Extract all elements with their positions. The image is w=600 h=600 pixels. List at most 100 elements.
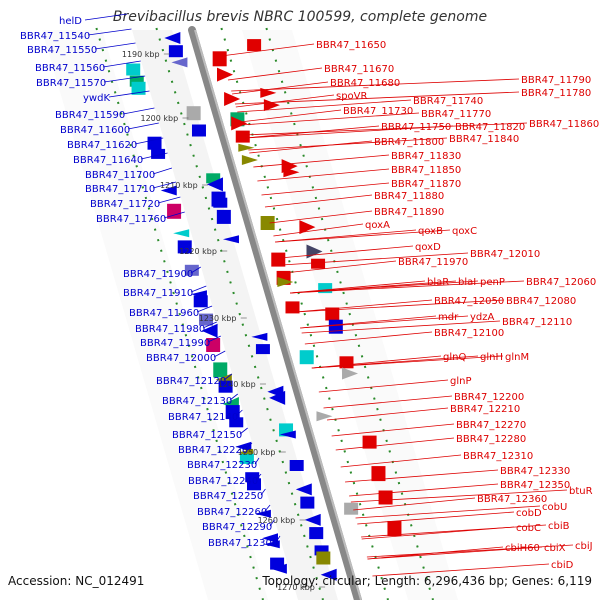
right-gene-label: glnM — [505, 352, 529, 363]
right-gene-label: BBR47_11800 — [374, 137, 444, 148]
kbp-tick-label: 1260 kbp — [258, 516, 296, 525]
left-label-leader — [163, 211, 185, 219]
genome-summary-text: Topology: circular; Length: 6,296,436 bp… — [262, 574, 592, 588]
right-label-leader — [243, 122, 528, 136]
gene-block — [328, 319, 343, 334]
left-label-leader — [152, 181, 177, 189]
left-gene-label: BBR47_11760 — [96, 214, 166, 225]
gene-block — [245, 472, 260, 483]
gene-block — [213, 197, 228, 208]
right-gene-label: BBR47_11780 — [521, 88, 591, 99]
left-gene-label: BBR47_12000 — [146, 353, 216, 364]
gene-block — [126, 63, 141, 76]
gene-arrow — [254, 509, 271, 518]
right-gene-label: BBR47_12280 — [456, 434, 526, 445]
right-gene-label: BBR47_11970 — [398, 257, 468, 268]
left-label-leader — [229, 393, 238, 401]
right-gene-label: glnH — [480, 352, 503, 363]
right-gene-label: BBR47_12050 — [434, 296, 504, 307]
left-label-leader — [157, 196, 181, 204]
gene-block — [318, 283, 333, 294]
right-gene-label: BBR47_11870 — [391, 179, 461, 190]
right-label-leader — [372, 563, 550, 577]
left-gene-label: BBR47_11720 — [90, 199, 160, 210]
gene-block — [325, 307, 340, 321]
track-band — [132, 30, 338, 600]
gene-block — [129, 75, 144, 87]
right-label-leader — [295, 299, 433, 313]
gene-arrow — [263, 99, 280, 112]
track-guide — [155, 27, 324, 600]
left-label-leader — [196, 305, 213, 313]
left-gene-label: BBR47_11590 — [55, 110, 125, 121]
gene-block — [151, 148, 166, 159]
right-gene-label: BBR47_11850 — [391, 165, 461, 176]
gene-arrow — [279, 430, 296, 439]
right-label-leader — [237, 99, 412, 113]
gene-block — [167, 203, 182, 219]
right-label-leader — [340, 454, 462, 468]
right-label-leader — [241, 112, 420, 126]
right-gene-label: cbiD — [551, 560, 574, 571]
left-label-leader — [269, 519, 275, 527]
gene-block — [344, 502, 359, 515]
left-gene-label: BBR47_12120 — [156, 376, 226, 387]
gene-block — [316, 551, 331, 565]
right-label-leader — [231, 78, 520, 92]
right-label-leader — [281, 252, 469, 266]
right-label-leader — [311, 355, 442, 369]
gene-block — [299, 350, 314, 365]
left-gene-label: BBR47_11540 — [20, 31, 90, 42]
right-label-leader — [273, 223, 364, 237]
left-label-leader — [245, 442, 253, 450]
left-label-leader — [190, 266, 201, 274]
left-label-leader — [235, 409, 243, 417]
gene-block — [309, 527, 324, 540]
right-gene-label: BBR47_11840 — [449, 134, 519, 145]
left-label-leader — [103, 75, 146, 83]
gene-arrow — [304, 513, 321, 526]
gene-arrow — [295, 483, 312, 496]
right-label-leader — [253, 154, 390, 168]
gene-arrow — [173, 229, 190, 238]
left-label-leader — [108, 90, 150, 98]
left-gene-label: BBR47_11910 — [123, 288, 193, 299]
left-gene-label: BBR47_11710 — [85, 184, 155, 195]
gene-block — [186, 106, 201, 121]
right-label-leader — [295, 299, 505, 313]
gene-block — [212, 51, 227, 67]
right-label-leader — [289, 280, 525, 294]
kbp-tick-label: 1220 kbp — [179, 247, 217, 256]
left-label-leader — [152, 167, 173, 175]
gene-block — [247, 39, 262, 52]
right-label-leader — [345, 469, 499, 483]
left-gene-label: BBR47_12240 — [188, 476, 258, 487]
right-label-leader — [275, 229, 451, 243]
gene-block — [378, 490, 393, 505]
right-label-leader — [311, 355, 504, 369]
gene-arrow — [222, 235, 239, 244]
right-gene-label: BBR47_12100 — [434, 328, 504, 339]
gene-arrow — [216, 67, 233, 82]
left-label-leader — [102, 60, 141, 68]
right-label-leader — [257, 168, 390, 182]
gene-arrow — [316, 411, 333, 422]
left-label-leader — [140, 152, 168, 160]
gene-block — [213, 362, 228, 378]
backbone-highlight — [194, 29, 362, 600]
right-gene-label: cobC — [516, 523, 541, 534]
gene-arrow — [224, 92, 241, 106]
right-label-leader — [264, 194, 373, 208]
right-label-leader — [331, 423, 455, 437]
gene-block — [362, 435, 377, 449]
right-gene-label: BBR47_11750 — [381, 122, 451, 133]
gene-block — [131, 81, 146, 95]
left-label-leader — [94, 42, 136, 50]
gene-block — [229, 417, 244, 428]
left-gene-label: BBR47_11620 — [67, 140, 137, 151]
gene-arrow — [171, 57, 188, 68]
left-gene-label: BBR47_11960 — [129, 308, 199, 319]
left-gene-label: BBR47_11700 — [85, 170, 155, 181]
gene-block — [285, 301, 300, 314]
